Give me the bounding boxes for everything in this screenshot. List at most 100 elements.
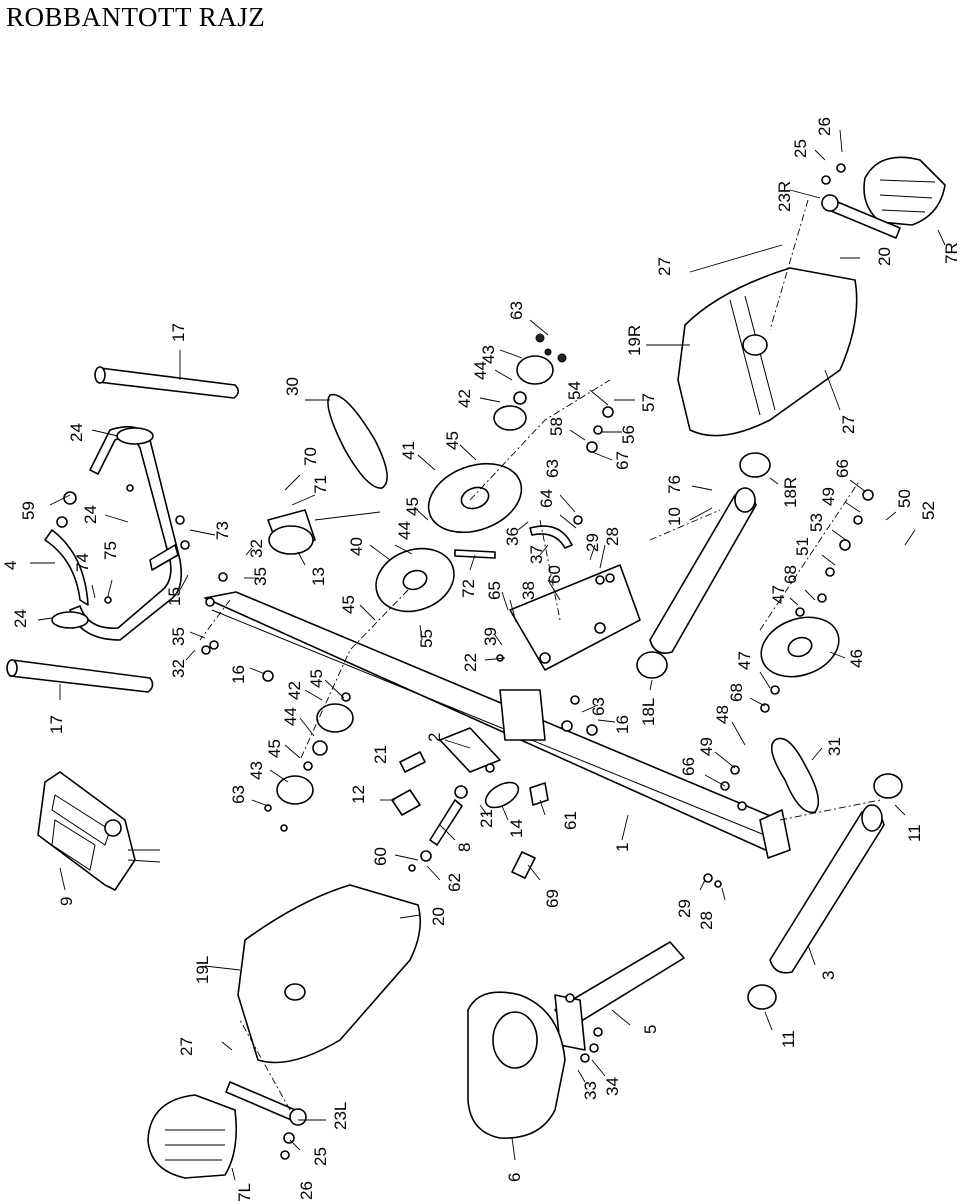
callout-56: 56 xyxy=(619,425,638,444)
seat-part xyxy=(467,991,566,1139)
callout-66a: 66 xyxy=(833,459,852,478)
callout-73: 73 xyxy=(213,521,232,540)
end-cap-parts xyxy=(51,427,154,629)
front-stabilizer-cap-parts xyxy=(636,452,771,679)
callout-62: 62 xyxy=(445,873,464,892)
flywheel-part xyxy=(760,616,840,678)
callout-26b: 26 xyxy=(815,117,834,136)
callout-75: 75 xyxy=(101,541,120,560)
callout-7R: 7R xyxy=(942,242,960,264)
callout-61: 61 xyxy=(561,811,580,830)
callout-45a: 45 xyxy=(443,431,462,450)
callout-leaders xyxy=(30,129,946,1181)
callout-24a: 24 xyxy=(67,423,86,442)
callout-34: 34 xyxy=(603,1077,622,1096)
callout-labels: 1 2 3 4 5 6 7L 7R 8 9 10 11 11 12 13 14 … xyxy=(1,117,960,1202)
callout-42a: 42 xyxy=(455,389,474,408)
drive-pulley-part xyxy=(427,462,523,534)
tension-knob-part xyxy=(267,509,381,555)
callout-18R: 18R xyxy=(781,477,800,508)
callout-15: 15 xyxy=(165,587,184,606)
callout-67: 67 xyxy=(613,451,632,470)
hardware-parts xyxy=(104,163,874,1160)
callout-68b: 68 xyxy=(727,683,746,702)
callout-45d: 45 xyxy=(307,669,326,688)
callout-35a: 35 xyxy=(251,567,270,586)
callout-33: 33 xyxy=(581,1081,600,1100)
small-parts xyxy=(391,549,549,879)
belt-parts xyxy=(327,393,820,814)
callout-17b: 17 xyxy=(47,715,66,734)
callout-55: 55 xyxy=(417,629,436,648)
callout-74: 74 xyxy=(73,553,92,572)
callout-36: 36 xyxy=(503,527,522,546)
callout-1: 1 xyxy=(613,843,632,852)
callout-43a: 43 xyxy=(479,345,498,364)
callout-31: 31 xyxy=(825,737,844,756)
callout-49a: 49 xyxy=(697,737,716,756)
bearing-plate-parts xyxy=(276,355,554,805)
callout-27c: 27 xyxy=(839,415,858,434)
callout-6: 6 xyxy=(505,1173,524,1182)
callout-41: 41 xyxy=(399,441,418,460)
callout-21b: 21 xyxy=(477,809,496,828)
crank-left-part xyxy=(225,1081,307,1126)
callout-10: 10 xyxy=(665,507,684,526)
callout-43b: 43 xyxy=(247,761,266,780)
callout-29b: 29 xyxy=(675,899,694,918)
seat-post-part xyxy=(554,941,685,1051)
callout-63b: 63 xyxy=(543,459,562,478)
pedal-left-part xyxy=(147,1094,238,1179)
callout-4: 4 xyxy=(1,561,20,570)
console-part xyxy=(37,771,161,891)
callout-5: 5 xyxy=(641,1025,660,1034)
callout-30: 30 xyxy=(283,377,302,396)
callout-32b: 32 xyxy=(169,659,188,678)
callout-19R: 19R xyxy=(625,325,644,356)
page-title: ROBBANTOTT RAJZ xyxy=(6,2,266,32)
callout-28b: 28 xyxy=(697,911,716,930)
callout-22: 22 xyxy=(461,653,480,672)
callout-19L: 19L xyxy=(193,956,212,984)
callout-18L: 18L xyxy=(639,698,658,726)
stabilizer-tube-part xyxy=(769,804,885,974)
callout-17a: 17 xyxy=(169,323,188,342)
callout-11a: 11 xyxy=(905,824,924,842)
callout-60a: 60 xyxy=(545,565,564,584)
callout-2: 2 xyxy=(425,733,444,742)
callout-24c: 24 xyxy=(11,609,30,628)
callout-53: 53 xyxy=(807,513,826,532)
callout-51: 51 xyxy=(793,537,812,556)
callout-72: 72 xyxy=(459,579,478,598)
callout-37: 37 xyxy=(527,545,546,564)
callout-7L: 7L xyxy=(235,1183,254,1202)
callout-21a: 21 xyxy=(371,745,390,764)
callout-27a: 27 xyxy=(177,1037,196,1056)
callout-63d: 63 xyxy=(229,785,248,804)
callout-20a: 20 xyxy=(429,907,448,926)
grip-tube-lower xyxy=(6,659,154,693)
callout-35b: 35 xyxy=(169,627,188,646)
callout-44c: 44 xyxy=(281,707,300,726)
callout-64: 64 xyxy=(537,489,556,508)
callout-47a: 47 xyxy=(769,585,788,604)
callout-11b: 11 xyxy=(779,1030,798,1048)
callout-13: 13 xyxy=(309,567,328,586)
callout-58: 58 xyxy=(547,417,566,436)
callout-69: 69 xyxy=(543,889,562,908)
callout-47b: 47 xyxy=(735,651,754,670)
callout-20b: 20 xyxy=(875,247,894,266)
callout-60b: 60 xyxy=(371,847,390,866)
callout-28a: 28 xyxy=(603,527,622,546)
callout-45c: 45 xyxy=(339,595,358,614)
stabilizer-cap-parts xyxy=(747,773,903,1010)
callout-3: 3 xyxy=(819,971,838,980)
callout-50: 50 xyxy=(895,489,914,508)
assembly-centerlines xyxy=(199,199,881,1111)
callout-45e: 45 xyxy=(265,739,284,758)
callout-66b: 66 xyxy=(679,757,698,776)
callout-63a: 63 xyxy=(507,301,526,320)
callout-76: 76 xyxy=(665,475,684,494)
callout-29a: 29 xyxy=(583,533,602,552)
